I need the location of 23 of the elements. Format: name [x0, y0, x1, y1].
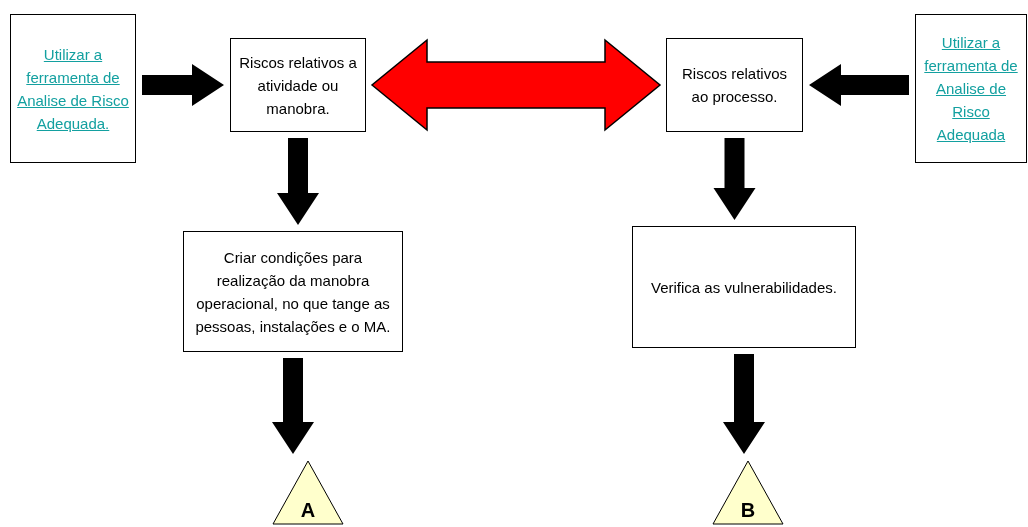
block-arrow	[723, 354, 765, 454]
process-box	[666, 38, 803, 132]
link-text: Utilizar a ferramenta de Analise de Risco Adequada.	[17, 44, 129, 134]
process-box	[632, 226, 856, 348]
double-block-arrow	[370, 38, 662, 132]
connector-letter: A	[300, 499, 316, 522]
process-box	[10, 14, 136, 163]
box-text: Riscos relativos ao processo.	[681, 64, 788, 107]
process-box	[230, 38, 366, 132]
triangle-connector	[272, 460, 344, 525]
triangle-connector	[712, 460, 784, 525]
block-arrow	[277, 138, 319, 225]
box-text: Riscos relativos a atividade ou manobra.	[238, 52, 358, 119]
box-text: Verifica as vulnerabilidades.	[651, 277, 837, 298]
block-arrow	[809, 64, 909, 106]
box-text: Criar condições para realização da manobra operacional, no que tange as pessoas, instalações e o MA.	[194, 247, 392, 337]
process-box	[183, 231, 403, 352]
connector-letter: B	[740, 499, 756, 522]
link-text: Utilizar a ferramenta de Analise de Risco Adequada	[923, 33, 1019, 145]
block-arrow	[142, 64, 224, 106]
block-arrow	[272, 358, 314, 454]
process-box	[915, 14, 1027, 163]
block-arrow	[713, 138, 756, 220]
